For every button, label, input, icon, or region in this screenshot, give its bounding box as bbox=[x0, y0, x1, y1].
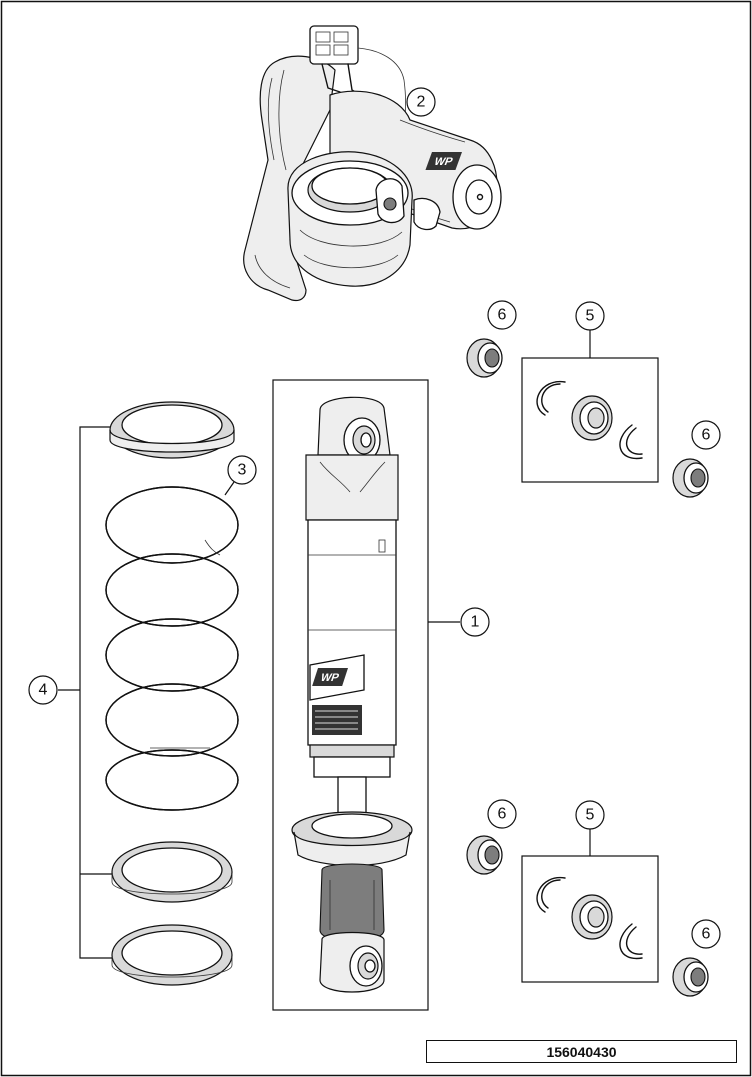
callout-5-bottom: 5 bbox=[575, 800, 605, 830]
svg-text:1: 1 bbox=[471, 614, 480, 631]
svg-text:6: 6 bbox=[498, 806, 507, 823]
callout-6-top-right: 6 bbox=[691, 420, 721, 450]
callout-6-bottom-left: 6 bbox=[487, 799, 517, 829]
bearing-kit-bottom bbox=[521, 855, 659, 983]
svg-text:5: 5 bbox=[586, 308, 595, 325]
coil-spring bbox=[105, 486, 239, 811]
svg-text:6: 6 bbox=[498, 307, 507, 324]
callout-2: 2 bbox=[406, 87, 436, 117]
svg-text:WP: WP bbox=[319, 672, 341, 684]
seal-bottom-left bbox=[466, 835, 503, 875]
svg-text:2: 2 bbox=[417, 94, 426, 111]
spring-seat-ring-middle bbox=[111, 841, 233, 903]
callout-3: 3 bbox=[227, 455, 257, 485]
svg-text:4: 4 bbox=[39, 682, 48, 699]
callout-6-bottom-right: 6 bbox=[691, 919, 721, 949]
reservoir-assembly: WP bbox=[243, 25, 502, 302]
seal-top-left bbox=[466, 338, 503, 378]
seal-top-right bbox=[672, 458, 709, 498]
brand-logo-reservoir: WP bbox=[425, 152, 462, 170]
callout-4: 4 bbox=[28, 675, 58, 705]
seal-bottom-right bbox=[672, 957, 709, 997]
callout-1: 1 bbox=[460, 607, 490, 637]
shock-absorber-box bbox=[272, 379, 429, 1011]
svg-text:6: 6 bbox=[702, 427, 711, 444]
drawing-number-label: 156040430 bbox=[426, 1040, 737, 1063]
spring-seat-ring-bottom bbox=[111, 924, 233, 986]
callout-5-top: 5 bbox=[575, 301, 605, 331]
leader-lines bbox=[58, 330, 591, 959]
svg-text:5: 5 bbox=[586, 807, 595, 824]
callout-6-top-left: 6 bbox=[487, 300, 517, 330]
spring-retainer-top bbox=[109, 401, 235, 459]
svg-text:3: 3 bbox=[238, 462, 247, 479]
svg-text:6: 6 bbox=[702, 926, 711, 943]
bearing-kit-top bbox=[521, 357, 659, 483]
shock-label-panel: WP bbox=[309, 654, 365, 735]
shock-absorber: WP bbox=[272, 379, 429, 1011]
svg-text:WP: WP bbox=[432, 156, 454, 168]
